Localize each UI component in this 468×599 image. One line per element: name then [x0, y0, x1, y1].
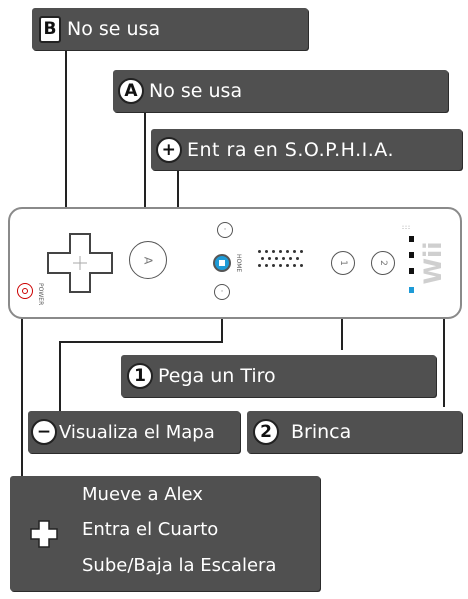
two-button-label: 2 [377, 260, 388, 266]
callout-minus: − Visualiza el Mapa [28, 411, 240, 453]
a-button-label: A [141, 256, 155, 264]
callout-one-text: Pega un Tiro [158, 365, 276, 387]
player-led-3 [409, 252, 414, 258]
callout-b-text: No se usa [67, 18, 161, 40]
callout-plus: + Ent ra en S.O.P.H.I.A. [151, 129, 462, 170]
player-led-1 [409, 287, 414, 293]
plus-button-icon: · [223, 225, 227, 235]
led-indicator-dots: ::: [402, 224, 412, 231]
wii-logo: Wii [419, 241, 447, 285]
dpad-line-1: Mueve a Alex [82, 484, 203, 505]
player-led-2 [409, 268, 414, 274]
connector-minus [59, 300, 223, 411]
dpad-line-2: Entra el Cuarto [82, 519, 219, 540]
dpad-callout-icon [30, 520, 58, 548]
one-button-badge: 1 [127, 363, 153, 389]
callout-a: A No se usa [113, 70, 448, 112]
one-button-label: 1 [337, 260, 348, 266]
home-button[interactable] [213, 254, 231, 272]
two-button[interactable]: 2 [371, 251, 395, 275]
home-icon [219, 260, 225, 266]
player-led-4 [409, 236, 414, 242]
b-button-badge: B [39, 15, 61, 43]
minus-button[interactable]: · [214, 284, 230, 300]
two-button-badge: 2 [253, 419, 279, 445]
power-button[interactable] [17, 283, 33, 299]
plus-circle-icon: + [156, 136, 182, 163]
minus-button-icon: · [220, 287, 224, 297]
callout-minus-text: Visualiza el Mapa [59, 421, 215, 443]
minus-circle-icon: − [31, 419, 57, 445]
dpad-line-3: Sube/Baja la Escalera [82, 555, 277, 576]
callout-b: B No se usa [32, 8, 308, 50]
callout-one: 1 Pega un Tiro [121, 355, 436, 397]
plus-button[interactable]: · [217, 222, 233, 238]
callout-dpad: Mueve a Alex Entra el Cuarto Sube/Baja l… [10, 476, 320, 591]
callout-two-text: Brinca [291, 421, 352, 443]
callout-plus-text: Ent ra en S.O.P.H.I.A. [187, 138, 395, 161]
one-button[interactable]: 1 [331, 251, 355, 275]
dpad-cross-icon[interactable] [46, 232, 114, 294]
a-button-badge: A [118, 78, 144, 104]
power-icon [22, 288, 28, 294]
callout-a-text: No se usa [149, 80, 243, 102]
callout-two: 2 Brinca [247, 411, 462, 453]
home-label: HOME [235, 254, 242, 273]
speaker-grille [258, 250, 306, 272]
a-button[interactable]: A [129, 241, 167, 279]
power-label: POWER [37, 283, 44, 306]
